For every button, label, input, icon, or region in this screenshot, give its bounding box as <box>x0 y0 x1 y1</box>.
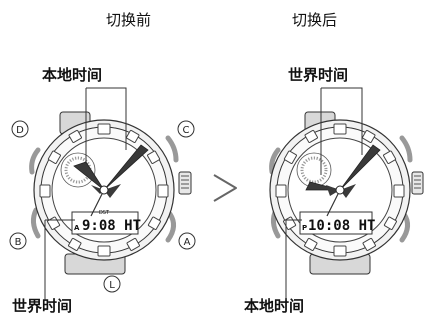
lcd-before-prefix: A <box>74 224 80 232</box>
before-bottom-label: 世界时间 <box>12 297 73 315</box>
button-l-label-before: L <box>109 280 115 291</box>
transition-arrow <box>213 174 237 202</box>
heading-after: 切换后 <box>292 11 338 29</box>
before-top-label: 本地时间 <box>42 66 103 84</box>
lcd-before <box>71 211 139 235</box>
button-d-label-before: D <box>16 125 24 136</box>
after-top-label: 世界时间 <box>288 66 349 84</box>
crown-after <box>411 171 424 195</box>
button-l-before <box>103 275 121 293</box>
watch-before: DST A 9:08 HT D C B A L <box>9 87 196 300</box>
heading-before: 切换前 <box>106 11 152 29</box>
lcd-after-prefix: P <box>302 224 307 232</box>
button-c-label-before: C <box>183 125 190 136</box>
lcd-before-time: 9:08 HT <box>82 218 141 234</box>
button-d-before <box>11 120 29 138</box>
button-a-before <box>178 232 196 250</box>
button-b-label-before: B <box>15 237 22 248</box>
crown-before <box>178 171 192 195</box>
button-a-label-before: A <box>184 237 191 248</box>
minute-hand-after <box>339 144 381 191</box>
lcd-after-time: 10:08 HT <box>308 218 375 234</box>
button-b-before <box>9 232 27 250</box>
lcd-before-dst: DST <box>99 210 110 216</box>
hour-hand-before <box>73 161 105 191</box>
watch-after: P 10:08 HT <box>269 87 424 300</box>
lcd-after <box>299 211 373 235</box>
minute-hand-before <box>103 144 149 191</box>
button-c-before <box>177 120 195 138</box>
after-bottom-label: 本地时间 <box>244 297 305 315</box>
